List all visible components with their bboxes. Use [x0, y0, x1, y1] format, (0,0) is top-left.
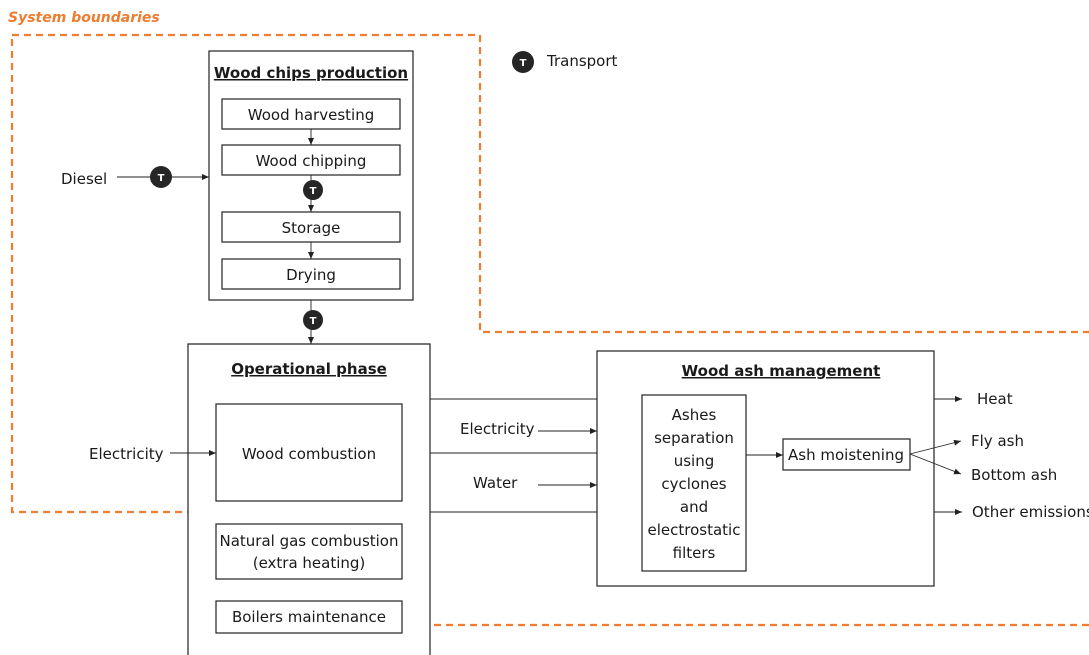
wood-ash-management-title: Wood ash management	[682, 362, 881, 380]
transport-legend-label: Transport	[546, 52, 618, 70]
storage-box	[221, 211, 401, 243]
ash-moistening-label: Ash moistening	[788, 446, 904, 464]
transport-icon	[303, 180, 323, 200]
outputs: Heat Fly ash Bottom ash Other emissions	[909, 390, 1089, 521]
natural-gas-combustion-box	[215, 523, 403, 580]
transport-icon-letter: T	[310, 186, 317, 197]
fly-ash-arrow	[909, 439, 962, 455]
boilers-maintenance-label: Boilers maintenance	[232, 608, 386, 626]
separation-line-2: separation	[654, 429, 734, 447]
electricity-left-label: Electricity	[89, 445, 164, 463]
electricity-input-left: Electricity	[89, 445, 216, 463]
wood-harvesting-box	[221, 98, 401, 130]
transport-icon-letter: T	[520, 58, 527, 69]
electricity-mid-label: Electricity	[460, 420, 535, 438]
transport-icon	[303, 310, 323, 330]
wood-combustion-label: Wood combustion	[242, 445, 376, 463]
transport-icon	[150, 166, 172, 188]
water-label: Water	[473, 474, 518, 492]
bottom-ash-label: Bottom ash	[971, 466, 1057, 484]
natural-gas-extra-heating-label: (extra heating)	[253, 554, 366, 572]
transport-icon-letter: T	[158, 173, 165, 184]
separation-line-1: Ashes	[672, 406, 717, 424]
separation-line-5: and	[680, 498, 708, 516]
transport-icon-letter: T	[310, 316, 317, 327]
separation-line-4: cyclones	[661, 475, 726, 493]
diesel-label: Diesel	[61, 170, 107, 188]
wood-ash-management-block: Wood ash management Ashes separation usi…	[596, 350, 935, 587]
fly-ash-label: Fly ash	[971, 432, 1024, 450]
system-boundaries-label: System boundaries	[8, 10, 160, 26]
operational-phase-title: Operational phase	[231, 360, 387, 378]
separation-line-7: filters	[673, 544, 716, 562]
wood-chips-production-title: Wood chips production	[214, 64, 408, 82]
operational-phase-block: Operational phase Wood combustion Natura…	[187, 343, 431, 655]
wood-harvesting-label: Wood harvesting	[248, 106, 374, 124]
separation-line-3: using	[674, 452, 715, 470]
transport-legend: T Transport	[512, 51, 618, 73]
wood-chipping-label: Wood chipping	[256, 152, 367, 170]
separation-line-6: electrostatic	[648, 521, 741, 539]
heat-label: Heat	[977, 390, 1013, 408]
diesel-input: Diesel T	[61, 166, 209, 188]
ash-moistening-box	[782, 438, 911, 471]
drying-label: Drying	[286, 266, 336, 284]
storage-label: Storage	[282, 219, 341, 237]
natural-gas-combustion-label: Natural gas combustion	[219, 532, 398, 550]
other-emissions-label: Other emissions	[972, 503, 1089, 521]
wood-chips-production-block: Wood chips production Wood harvesting Wo…	[208, 50, 414, 301]
wood-combustion-box	[215, 403, 403, 502]
boilers-maintenance-box	[215, 600, 403, 634]
transport-icon	[512, 51, 534, 73]
ashes-separation-box	[641, 394, 747, 572]
bottom-ash-arrow	[909, 453, 962, 475]
